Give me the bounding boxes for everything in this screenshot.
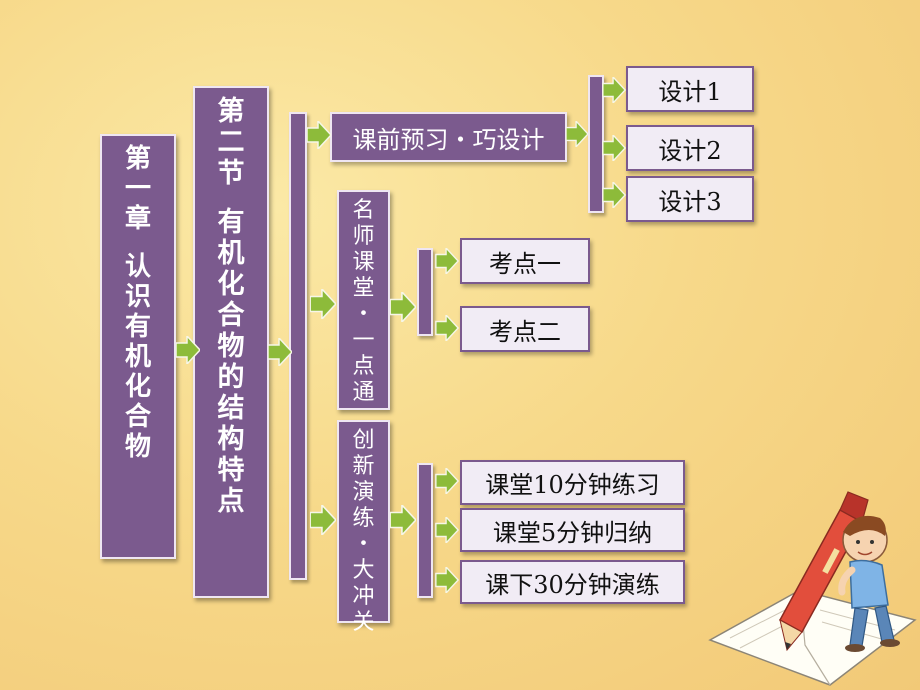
kaodian-item-label: 考点二 bbox=[489, 317, 561, 346]
arrow-right-icon bbox=[268, 338, 292, 366]
title-char: 演 bbox=[352, 480, 375, 505]
title-char: 机 bbox=[217, 238, 245, 269]
title-char: 一 bbox=[352, 328, 375, 353]
connector-bar-practice bbox=[417, 463, 433, 598]
design-item-label: 设计2 bbox=[658, 136, 722, 165]
arrow-right-icon bbox=[602, 182, 626, 208]
branch-classroom: 名师课堂・一点通 bbox=[337, 190, 390, 410]
title-char: 关 bbox=[352, 610, 375, 635]
title-char: 有 bbox=[217, 207, 245, 238]
title-char: 名 bbox=[352, 198, 375, 223]
arrow-right-icon bbox=[390, 505, 416, 535]
practice-item-1: 课堂10分钟练习 bbox=[460, 460, 685, 505]
branch-preview: 课前预习・巧设计 bbox=[330, 112, 567, 162]
title-char: 通 bbox=[352, 380, 375, 405]
design-item-label: 设计3 bbox=[658, 187, 722, 216]
arrow-right-icon bbox=[435, 517, 460, 543]
arrow-right-icon bbox=[310, 289, 336, 319]
practice-item-label: 课堂10分钟练习 bbox=[485, 471, 660, 499]
title-char: 特 bbox=[217, 455, 245, 486]
arrow-right-icon bbox=[310, 505, 336, 535]
arrow-right-icon bbox=[435, 315, 460, 341]
title-char: 化 bbox=[124, 372, 151, 402]
branch-preview-label: 课前预习・巧设计 bbox=[352, 125, 545, 154]
design-item-label: 设计1 bbox=[658, 77, 722, 106]
title-char: 新 bbox=[352, 454, 375, 479]
arrow-right-icon bbox=[435, 248, 460, 274]
branch-practice: 创新演练・大冲关 bbox=[337, 420, 390, 634]
connector-bar-kaodian bbox=[417, 248, 433, 336]
arrow-right-icon bbox=[602, 135, 626, 161]
title-char: 物 bbox=[217, 331, 245, 362]
title-char: 章 bbox=[124, 204, 151, 234]
title-char: 点 bbox=[217, 486, 245, 517]
title-char: 合 bbox=[124, 402, 151, 432]
chapter-box: 第一章认识有机化合物 bbox=[100, 134, 176, 559]
section-title: 第二节有机化合物的结构特点 bbox=[218, 98, 245, 519]
arrow-right-icon bbox=[602, 77, 626, 103]
title-char: 大 bbox=[352, 558, 375, 583]
title-char: 结 bbox=[217, 393, 245, 424]
title-char: 机 bbox=[124, 342, 151, 372]
kaodian-item-1: 考点一 bbox=[460, 238, 590, 284]
arrow-right-icon bbox=[435, 567, 460, 593]
section-box: 第二节有机化合物的结构特点 bbox=[193, 86, 269, 598]
arrow-right-icon bbox=[307, 121, 331, 149]
design-item-1: 设计1 bbox=[626, 66, 754, 112]
title-char: 冲 bbox=[352, 584, 375, 609]
title-char: 的 bbox=[217, 362, 245, 393]
kaodian-item-label: 考点一 bbox=[489, 249, 561, 278]
title-char: 点 bbox=[352, 354, 375, 379]
chapter-title: 第一章认识有机化合物 bbox=[125, 146, 151, 464]
practice-item-label: 课下30分钟演练 bbox=[485, 570, 660, 599]
title-char: 堂 bbox=[352, 276, 375, 301]
title-char: ・ bbox=[352, 532, 375, 557]
design-item-3: 设计3 bbox=[626, 176, 754, 222]
title-char: 二 bbox=[217, 127, 245, 158]
practice-item-2: 课堂5分钟归纳 bbox=[460, 508, 685, 552]
arrow-right-icon bbox=[566, 121, 588, 147]
connector-bar-main bbox=[289, 112, 307, 580]
title-char: 第 bbox=[217, 96, 245, 127]
title-char: 师 bbox=[352, 224, 375, 249]
title-char: 识 bbox=[124, 282, 151, 312]
title-char: 创 bbox=[352, 428, 375, 453]
practice-item-3: 课下30分钟演练 bbox=[460, 560, 685, 604]
branch-classroom-label: 名师课堂・一点通 bbox=[352, 200, 374, 408]
practice-item-label: 课堂5分钟归纳 bbox=[492, 518, 653, 547]
title-char: 第 bbox=[124, 144, 151, 174]
title-char: 练 bbox=[352, 506, 375, 531]
branch-practice-label: 创新演练・大冲关 bbox=[352, 430, 374, 638]
design-item-2: 设计2 bbox=[626, 125, 754, 171]
boy-with-pencil-illustration bbox=[708, 491, 917, 686]
arrow-right-icon bbox=[435, 468, 460, 494]
arrow-right-icon bbox=[176, 336, 200, 364]
title-char: 认 bbox=[124, 252, 151, 282]
title-char: 合 bbox=[217, 300, 245, 331]
title-char: 一 bbox=[124, 174, 151, 204]
title-char: 有 bbox=[124, 312, 151, 342]
kaodian-item-2: 考点二 bbox=[460, 306, 590, 352]
title-char: 化 bbox=[217, 269, 245, 300]
title-char: 构 bbox=[217, 424, 245, 455]
title-char: 课 bbox=[352, 250, 375, 275]
title-char: 节 bbox=[217, 158, 245, 189]
title-char: ・ bbox=[352, 302, 375, 327]
title-char: 物 bbox=[124, 432, 151, 462]
arrow-right-icon bbox=[390, 292, 416, 322]
